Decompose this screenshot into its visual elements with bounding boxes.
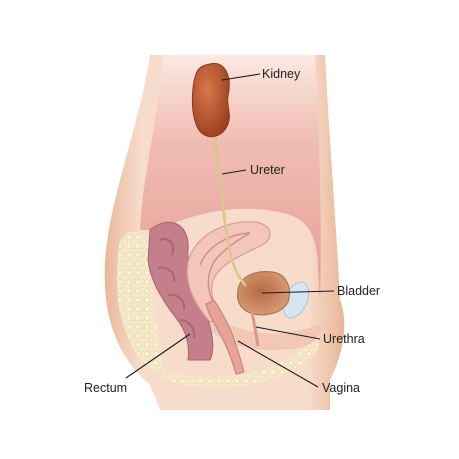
urethra-leader bbox=[255, 326, 321, 340]
uterus-inner bbox=[199, 232, 251, 301]
label-vagina: Vagina bbox=[322, 381, 360, 395]
pelvic-fat-tissue bbox=[116, 231, 165, 372]
rectum-leader bbox=[125, 333, 191, 379]
rectum-inner-folds bbox=[157, 238, 196, 339]
ureter-leader bbox=[221, 169, 247, 175]
ureter bbox=[212, 111, 247, 287]
label-ureter: Ureter bbox=[250, 163, 285, 177]
rectum bbox=[147, 221, 214, 361]
bladder-leader bbox=[261, 290, 335, 294]
vagina bbox=[205, 299, 245, 375]
label-urethra: Urethra bbox=[323, 332, 365, 346]
kidney-leader bbox=[221, 73, 261, 81]
label-rectum: Rectum bbox=[84, 381, 127, 395]
label-bladder: Bladder bbox=[337, 284, 380, 298]
pelvic-floor bbox=[200, 320, 322, 351]
label-kidney: Kidney bbox=[262, 67, 301, 81]
urethra bbox=[250, 311, 260, 347]
lower-fat-tissue bbox=[160, 330, 320, 388]
uterus bbox=[186, 221, 271, 323]
abdominal-cavity bbox=[140, 55, 321, 300]
kidney bbox=[191, 62, 230, 138]
vagina-leader bbox=[237, 340, 319, 388]
